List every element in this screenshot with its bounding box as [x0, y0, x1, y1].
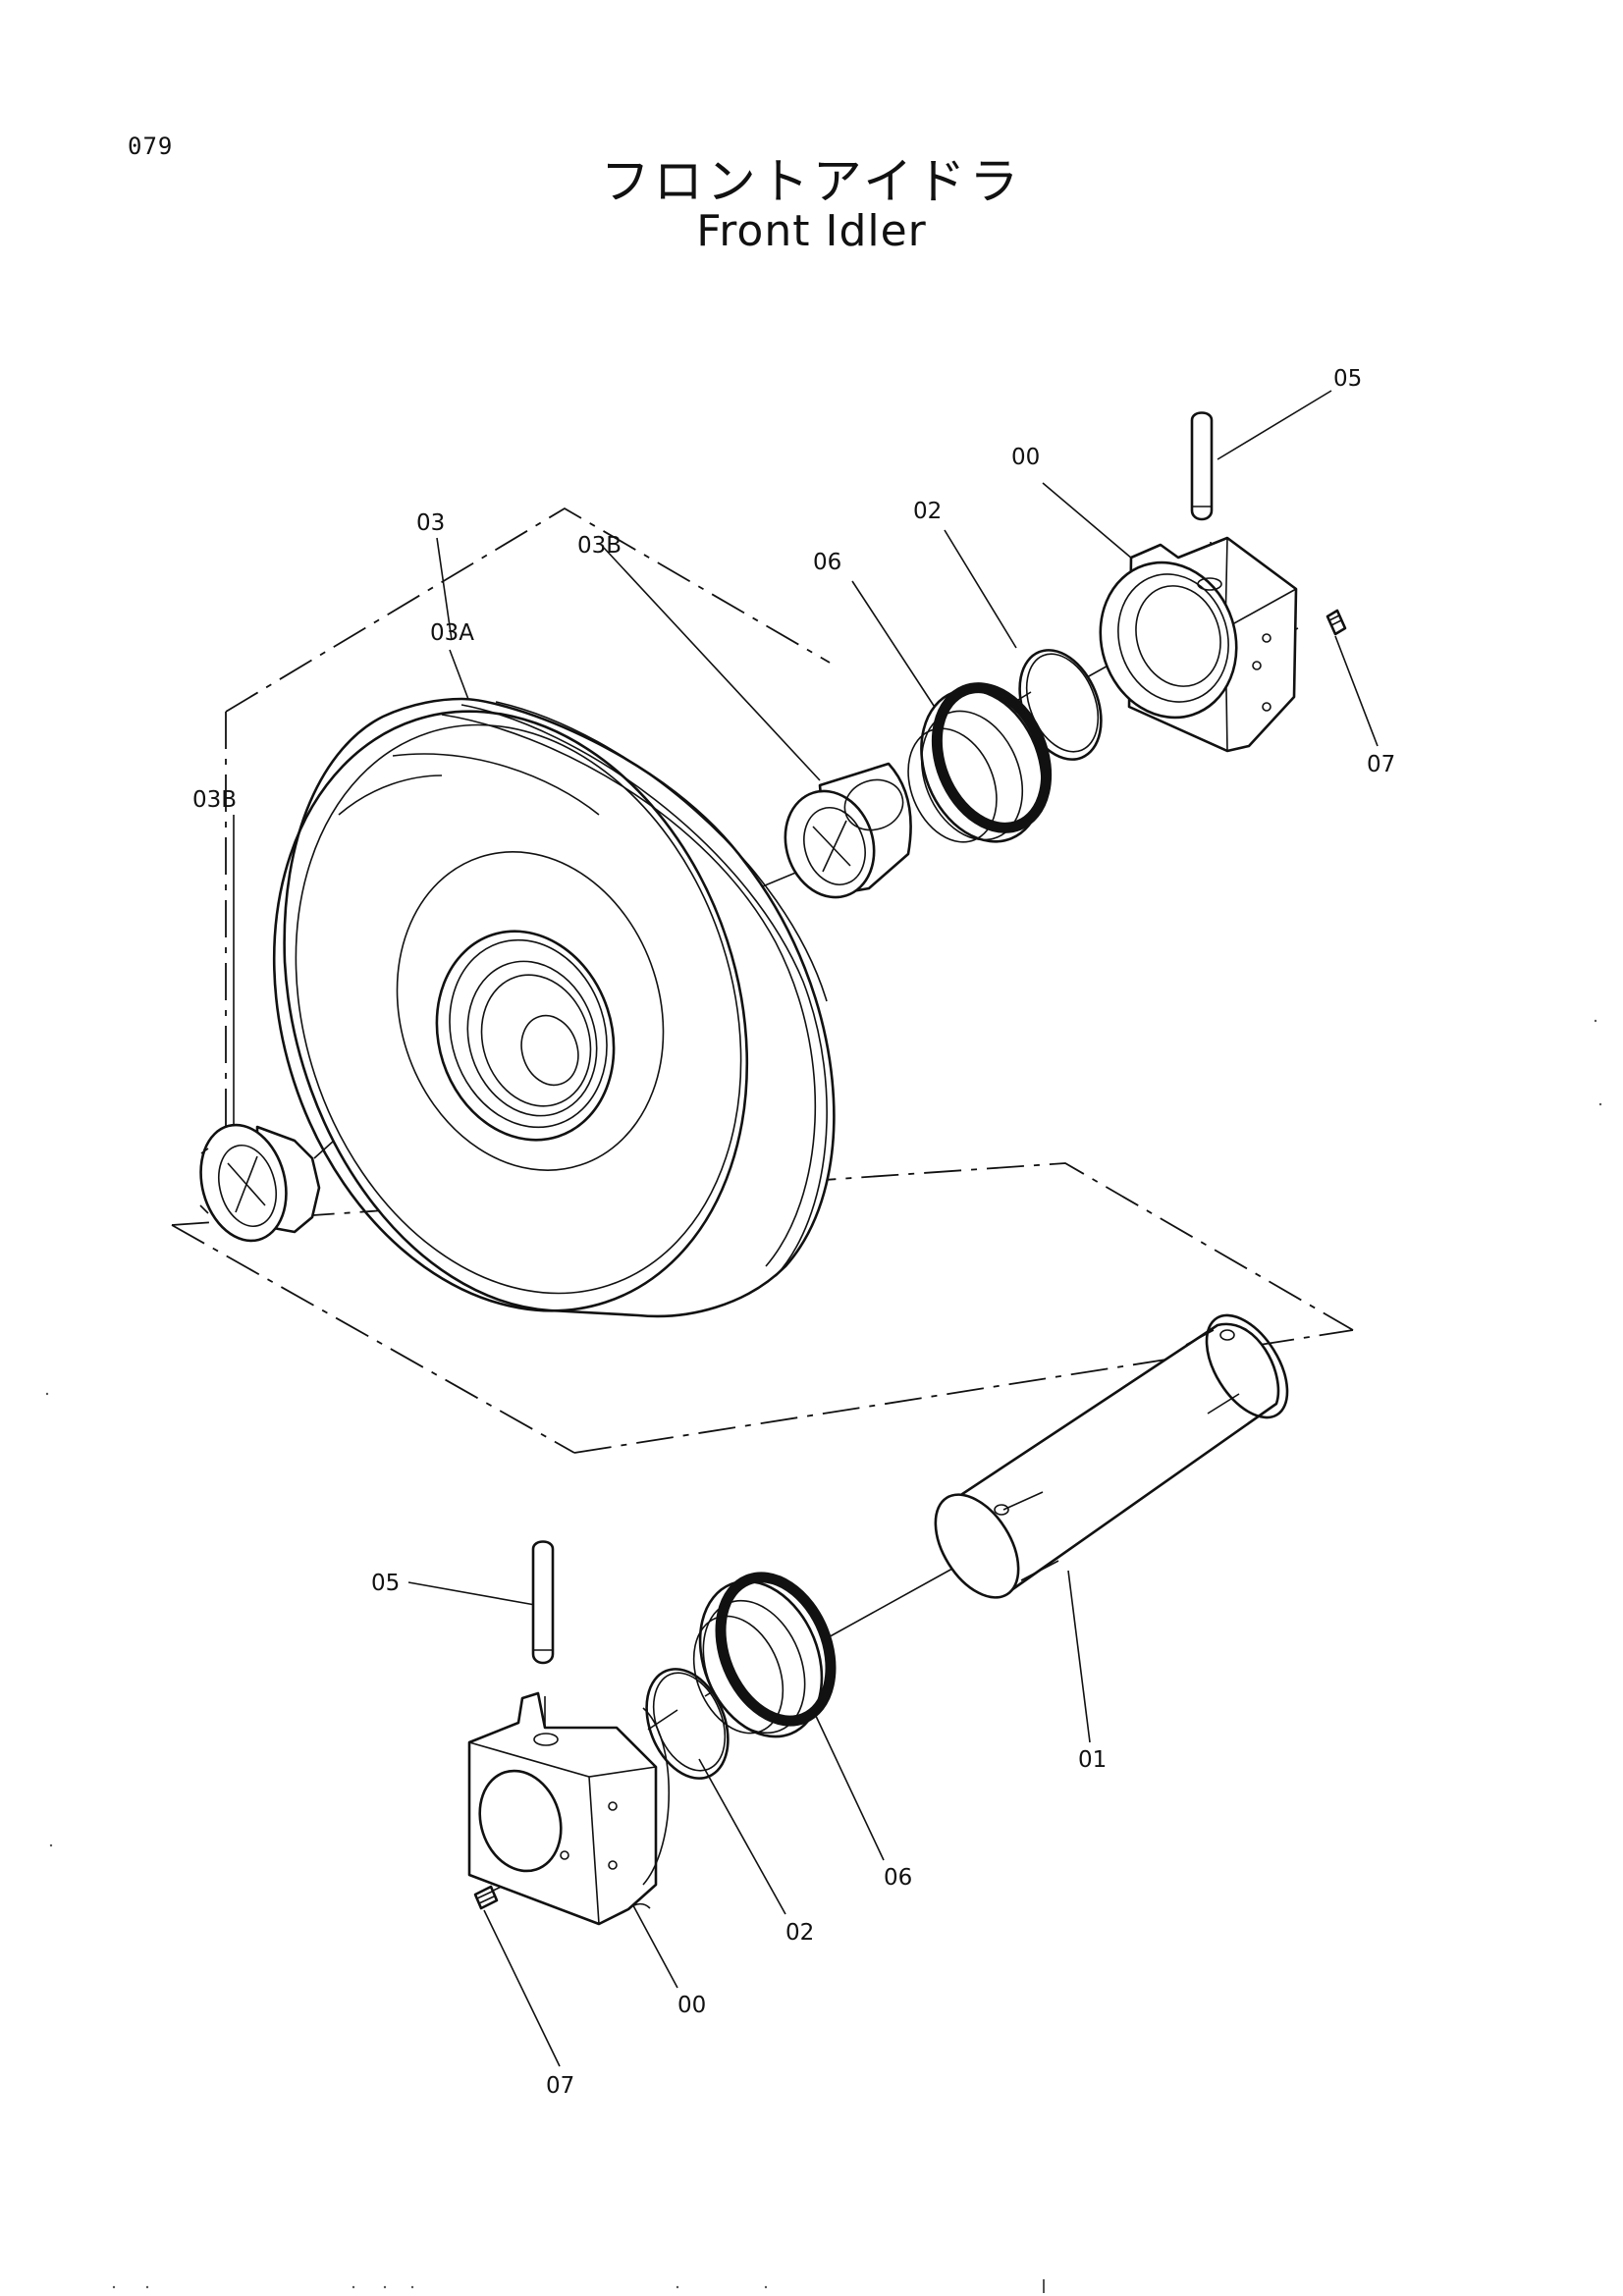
label-03a: 03A — [430, 620, 474, 646]
bracket-00-bottom — [467, 1691, 670, 1926]
pin-05-top — [1190, 411, 1214, 521]
floating-seal-06-bottom — [692, 1572, 837, 1738]
label-07-top: 07 — [1367, 752, 1395, 777]
label-00-bottom: 00 — [677, 1993, 706, 2018]
label-03b-top: 03B — [577, 533, 622, 559]
leader-lines — [233, 390, 1379, 2067]
label-03b-left: 03B — [192, 787, 237, 813]
label-05-top: 05 — [1333, 366, 1362, 392]
label-02-bottom: 02 — [785, 1920, 814, 1946]
label-06-bottom: 06 — [884, 1865, 912, 1891]
label-03: 03 — [416, 510, 445, 536]
floating-seal-06-top — [907, 682, 1053, 843]
scan-marks — [45, 1019, 1602, 2293]
bushing-03b-left — [199, 1123, 321, 1243]
set-screw-07-bottom — [473, 1885, 499, 1910]
label-06-top: 06 — [813, 550, 841, 575]
set-screw-07-top — [1325, 609, 1347, 636]
page-title-japanese: フロントアイドラ — [600, 153, 1023, 210]
page-title-english: Front Idler — [696, 206, 927, 256]
label-02-top: 02 — [913, 499, 942, 524]
shaft-01 — [934, 1313, 1289, 1599]
page-number: 079 — [128, 133, 174, 160]
label-00-top: 00 — [1011, 445, 1040, 470]
part-labels: 05 00 02 06 03 03B 03A 03B 07 05 01 06 0… — [192, 366, 1395, 2099]
label-01: 01 — [1078, 1747, 1107, 1773]
label-05-bottom: 05 — [371, 1571, 400, 1596]
idler-wheel-03a — [272, 697, 836, 1318]
pin-05-bottom — [531, 1540, 555, 1665]
label-07-bottom: 07 — [546, 2073, 574, 2099]
bracket-00-top — [1099, 536, 1298, 753]
bushing-03b-right — [784, 762, 912, 899]
o-ring-02-top — [1018, 649, 1103, 761]
